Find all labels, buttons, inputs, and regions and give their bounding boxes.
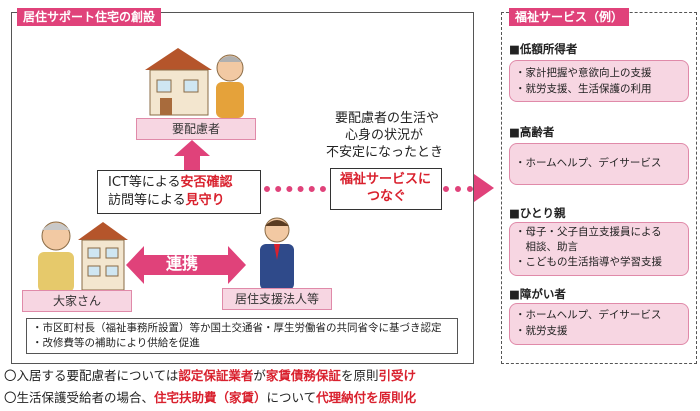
footer-line-1: 〇入居する要配慮者については認定保証業者が家賃債務保証を原則引受け	[4, 368, 416, 383]
unstable-note-2: 心身の状況が	[345, 128, 424, 143]
right-arrow-head	[474, 174, 494, 202]
group-item: ・就労支援	[515, 325, 568, 337]
group-item: ・こどもの生活指導や学習支援	[515, 256, 662, 268]
unstable-note-1: 要配慮者の生活や	[335, 111, 440, 126]
group-box-disability	[509, 303, 689, 345]
landlord-illustration	[38, 221, 128, 292]
ict-line-2: 訪問等による見守り	[108, 193, 225, 208]
collab-label: 連携	[166, 254, 199, 273]
welfare-connect-1: 福祉サービスに	[340, 172, 432, 187]
group-box-single-parent	[509, 222, 689, 276]
group-heading-low-income: ■低額所得者	[509, 42, 578, 56]
group-item: 相談、助言	[515, 241, 578, 253]
group-item: ・ホームヘルプ、デイサービス	[515, 157, 662, 169]
group-item: ・就労支援、生活保護の利用	[515, 83, 652, 95]
group-heading-single-parent: ■ひとり親	[509, 206, 566, 220]
dotted-connector-right	[443, 186, 473, 192]
footer-line-2: 〇生活保護受給者の場合、住宅扶助費（家賃）について代理納付を原則化	[4, 390, 417, 405]
note-1: ・市区町村長（福祉事務所設置）等か国土交通省・厚生労働省の共同省令に基づき認定	[32, 322, 442, 334]
side-panel-title: 福祉サービス（例）	[509, 8, 630, 26]
support-label: 居住支援法人等	[222, 288, 332, 310]
elderly-house-illustration	[145, 48, 244, 118]
landlord-label: 大家さん	[22, 290, 132, 312]
welfare-connect-box	[330, 168, 442, 210]
group-heading-disability: ■障がい者	[509, 287, 566, 301]
group-box-elderly	[509, 143, 689, 185]
dotted-connector	[264, 186, 326, 192]
group-box-low-income	[509, 60, 689, 102]
welfare-connect-2: つなぐ	[367, 189, 407, 204]
group-heading-elderly: ■高齢者	[509, 125, 555, 139]
group-item: ・母子・父子自立支援員による	[515, 226, 662, 238]
up-arrow	[174, 140, 210, 170]
main-title: 居住サポート住宅の創設	[17, 8, 162, 26]
notes-box	[26, 318, 458, 354]
group-item: ・ホームヘルプ、デイサービス	[515, 309, 662, 321]
support-staff-illustration	[260, 217, 294, 290]
ict-line-1: ICT等による安否確認	[108, 175, 233, 190]
main-frame	[11, 12, 474, 364]
unstable-note-3: 不安定になったとき	[326, 145, 444, 160]
collab-arrow	[126, 246, 246, 284]
elderly-label: 要配慮者	[136, 118, 256, 140]
ict-monitoring-box	[97, 170, 261, 214]
group-item: ・家計把握や意欲向上の支援	[515, 67, 652, 79]
note-2: ・改修費等の補助により供給を促進	[32, 337, 200, 349]
